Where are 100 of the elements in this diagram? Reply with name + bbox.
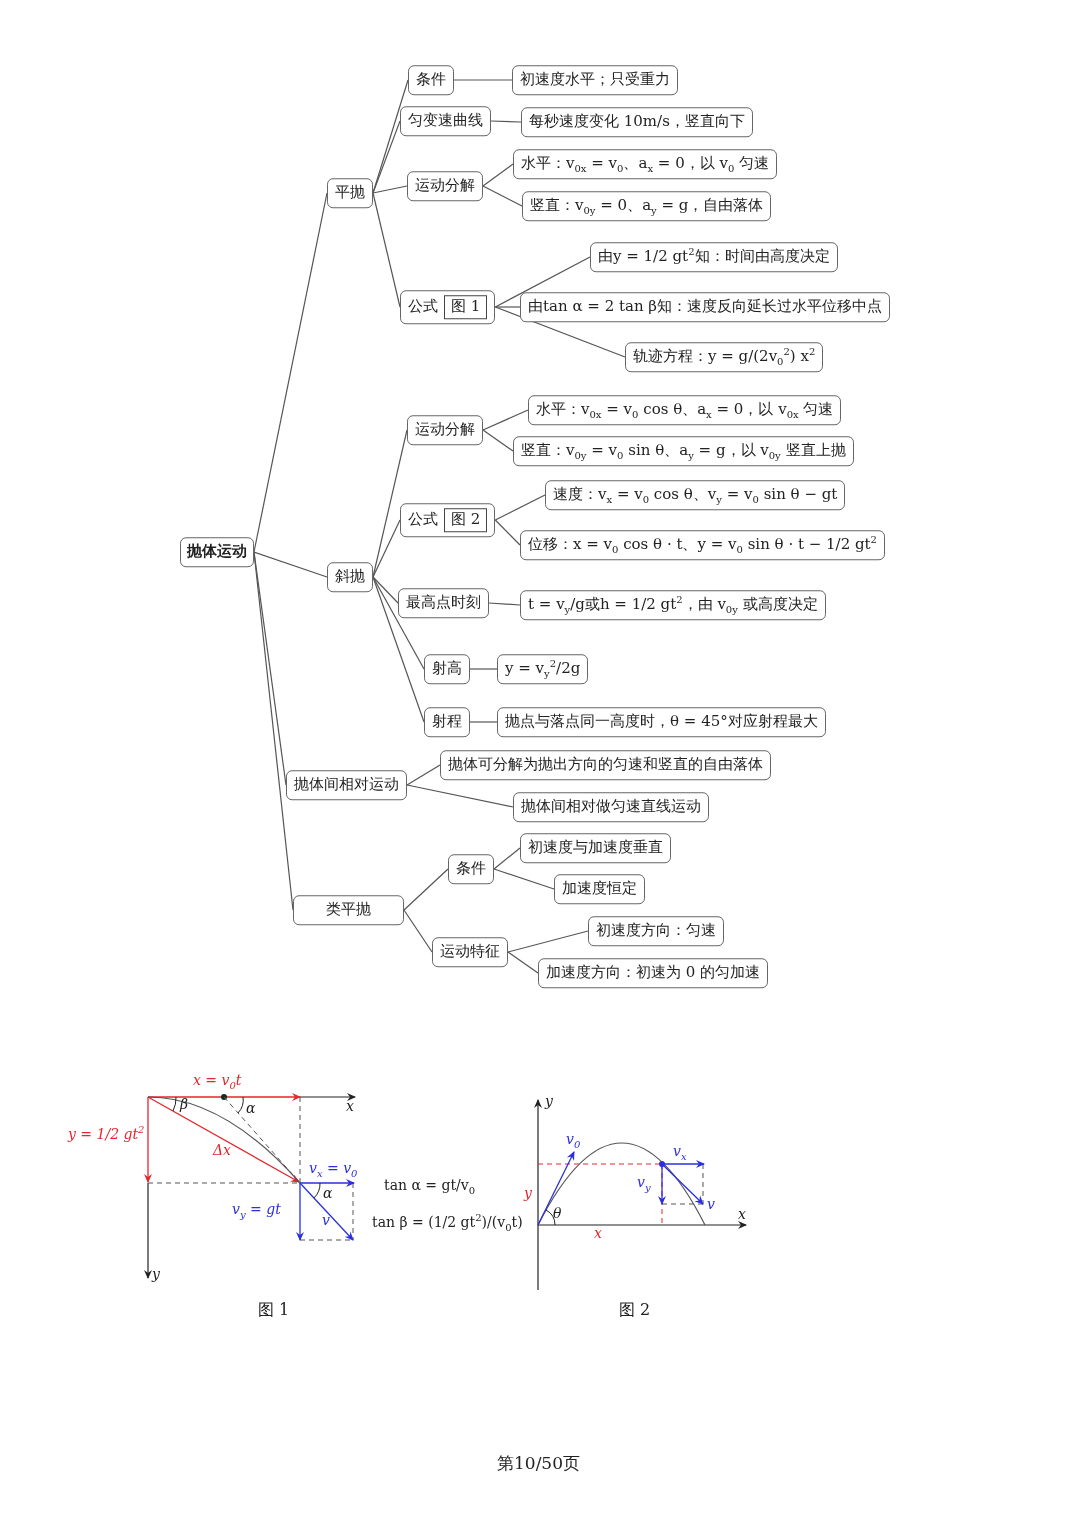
connector-line xyxy=(482,163,514,187)
topic-box xyxy=(400,106,491,136)
connector-line xyxy=(494,306,521,308)
connector-line xyxy=(469,668,498,670)
node-text: 抛体间相对运动 xyxy=(294,775,399,795)
topic-box xyxy=(522,191,772,221)
diagram-label: v$_{x}$ xyxy=(673,1143,687,1159)
node-text: 由tan α = 2 tan β知：速度反向延长过水平位移中点 xyxy=(528,297,883,317)
topic-box xyxy=(448,854,494,884)
node-text: 位移：x = v$_{0}$ cos θ · t、y = v$_{0}$ sin θ · t − 1/2 gt$^{2}$ xyxy=(528,535,877,555)
diagram-label: β xyxy=(180,1096,189,1112)
node-text: 初速度水平；只受重力 xyxy=(520,70,670,90)
diagram-label: Δx xyxy=(213,1142,231,1158)
topic-box xyxy=(497,707,826,737)
formula-text: tan α = gt/v$_{0}$ xyxy=(384,1177,476,1193)
topic-box xyxy=(545,480,846,510)
diagram-label: v xyxy=(707,1196,715,1212)
topic-box xyxy=(520,590,826,620)
topic-box xyxy=(327,562,373,592)
connector-line xyxy=(453,79,513,81)
connector-line xyxy=(494,519,521,546)
topic-box xyxy=(554,874,645,904)
node-text: 最高点时刻 xyxy=(406,593,481,613)
diagram-label: α xyxy=(323,1185,333,1201)
connector-line xyxy=(507,930,589,953)
diagram-label: v$_{0}$ xyxy=(566,1131,581,1147)
diagram-label: v$_{x}$ = v$_{0}$ xyxy=(309,1160,358,1176)
connector-line xyxy=(372,185,408,194)
diagram-label: y xyxy=(524,1185,532,1201)
node-text: 条件 xyxy=(416,70,446,90)
connector-line xyxy=(494,256,591,308)
node-text: 匀变速曲线 xyxy=(408,111,483,131)
connector-line xyxy=(253,551,328,578)
topic-box xyxy=(588,916,724,946)
node-text: y = v$_{y}$$^{2}$/2g xyxy=(505,659,581,679)
topic-box xyxy=(440,750,771,780)
diagram-label: y = 1/2 gt$^{2}$ xyxy=(68,1126,145,1142)
node-text: 斜抛 xyxy=(335,567,365,587)
node-text: 加速度方向：初速为 0 的匀加速 xyxy=(546,963,761,983)
topic-box xyxy=(293,895,404,925)
connector-line xyxy=(493,847,521,870)
topic-box xyxy=(497,654,589,684)
node-text: 运动分解 xyxy=(415,420,475,440)
diagram-label: α xyxy=(246,1100,256,1116)
node-text: 抛体间相对做匀速直线运动 xyxy=(521,797,701,817)
connector-line xyxy=(482,185,523,207)
connector-line xyxy=(372,576,399,604)
connector-line xyxy=(372,120,401,194)
node-text: 水平：v$_{0x}$ = v$_{0}$、a$_{x}$ = 0，以 v$_{0}$ 匀速 xyxy=(521,154,770,174)
page-number: 第10/50页 xyxy=(497,1452,580,1475)
topic-box xyxy=(400,503,496,537)
root-topic-box xyxy=(180,537,254,567)
connector-line xyxy=(494,494,546,521)
node-text: 条件 xyxy=(456,859,486,879)
node-text: 类平抛 xyxy=(326,900,371,920)
topic-box xyxy=(398,588,489,618)
node-text: 公式 xyxy=(408,297,438,317)
connector-line xyxy=(488,602,521,606)
node-text: 初速度与加速度垂直 xyxy=(528,838,663,858)
topic-box xyxy=(513,436,854,466)
node-text: 竖直：v$_{0y}$ = 0、a$_{y}$ = g，自由落体 xyxy=(530,196,764,216)
node-text: 加速度恒定 xyxy=(562,879,637,899)
topic-box xyxy=(512,65,678,95)
connector-line xyxy=(507,951,539,974)
node-text: 抛体可分解为抛出方向的匀速和竖直的自由落体 xyxy=(448,755,763,775)
connector-line xyxy=(372,576,425,670)
connector-line xyxy=(493,868,555,890)
formula-text: tan β = (1/2 gt$^{2}$)/(v$_{0}$t) xyxy=(372,1214,523,1230)
node-text: 竖直：v$_{0y}$ = v$_{0}$ sin θ、a$_{y}$ = g，以 v$_{0y}$ 竖直上抛 xyxy=(521,441,846,461)
diagram-label: x xyxy=(738,1206,746,1222)
node-text: 每秒速度变化 10m/s，竖直向下 xyxy=(529,112,745,132)
connector-line xyxy=(482,409,529,431)
topic-box xyxy=(513,149,778,179)
diagram-label: θ xyxy=(553,1205,562,1221)
topic-box xyxy=(590,242,838,272)
topic-box xyxy=(528,395,842,425)
node-text: 图 1 xyxy=(451,297,481,317)
connector-line xyxy=(490,120,522,123)
connector-line xyxy=(403,868,449,911)
topic-box xyxy=(407,171,483,201)
topic-box xyxy=(424,707,470,737)
connector-line xyxy=(494,306,626,358)
topic-box xyxy=(327,178,373,208)
diagram-label: x = v$_{0}$t xyxy=(193,1072,242,1088)
topic-box xyxy=(407,415,483,445)
diagram-label: x xyxy=(346,1098,354,1114)
node-text: 图 2 xyxy=(451,510,481,530)
node-text: 射高 xyxy=(432,659,462,679)
node-text: 轨迹方程：y = g/(2v$_{0}$$^{2}$) x$^{2}$ xyxy=(633,347,816,367)
diagram-label: y xyxy=(152,1266,160,1282)
node-text: t = v$_{y}$/g或h = 1/2 gt$^{2}$，由 v$_{0y}$ 或高度决定 xyxy=(528,595,818,615)
connector-line xyxy=(253,192,328,553)
topic-box xyxy=(424,654,470,684)
connector-line xyxy=(372,519,401,578)
node-text: 射程 xyxy=(432,712,462,732)
node-text: 抛体运动 xyxy=(187,542,247,562)
figure-caption: 图 1 xyxy=(258,1300,290,1321)
topic-box xyxy=(521,107,753,137)
topic-box xyxy=(400,290,496,324)
node-text: 运动特征 xyxy=(440,942,500,962)
